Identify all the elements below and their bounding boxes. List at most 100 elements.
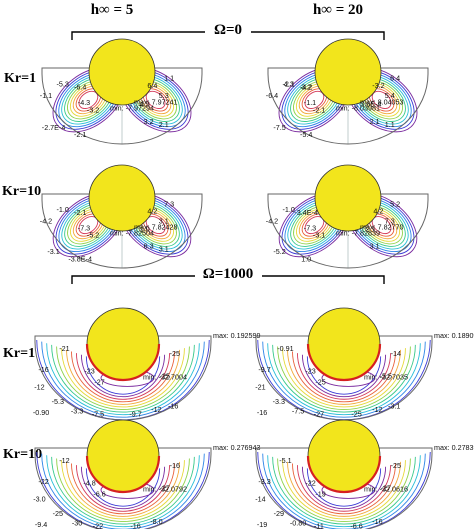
max-readout: max: 0.276943	[213, 443, 261, 452]
contour-label: -12	[59, 456, 69, 465]
min-readout: min: -7.82839	[336, 228, 380, 237]
contour-line	[41, 341, 205, 418]
contour-line	[75, 353, 171, 400]
max-readout: max: 7.82770	[360, 223, 404, 232]
contour-label: -3.3	[258, 477, 270, 486]
contour-label: -2.1	[74, 208, 86, 217]
contour-label: -1.0	[57, 205, 69, 214]
cylinder-hot-boundary	[85, 455, 161, 494]
contour-panel-2: -2.1-4.2-6.4-1.1-7.5-2.1-5.4-3.23.6E-45.…	[266, 38, 429, 145]
contour-label: -22	[93, 522, 103, 529]
header-h-right: h∞ = 20	[313, 2, 363, 18]
header-omega-bottom: Ω=1000	[203, 266, 254, 282]
contour-label: -23	[84, 367, 94, 376]
contour-panel-8: -5.1-3.3-14-25-22-19-27-29-19-0.80-11-6.…	[255, 419, 474, 529]
contour-label: -6.6	[350, 522, 362, 529]
cylinder-circle	[314, 164, 382, 232]
contour-label: -16	[170, 461, 180, 470]
contour-label: -14	[255, 494, 265, 503]
contour-label: -27	[94, 378, 104, 387]
contour-line	[257, 451, 431, 529]
contour-line	[262, 453, 426, 529]
omega-bottom-bracket	[71, 275, 385, 284]
contour-label: 3.6E-4	[360, 100, 381, 109]
contour-label: -5.2	[273, 247, 285, 256]
contour-label: -9.7	[129, 410, 141, 419]
min-readout: min: -32.0616	[364, 485, 408, 494]
contour-label: 6.3	[144, 242, 154, 251]
contour-panel-3: -1.0-2.1-4.2-7.3-3.1-5.2-3.8E-44.21.03.1…	[40, 164, 203, 269]
contour-label: -16	[257, 408, 267, 417]
contour-label: -3.1	[47, 247, 59, 256]
contour-label: 6.4	[390, 74, 400, 83]
min-readout: min: -7.97294	[110, 104, 154, 113]
contour-label: 4.3	[284, 79, 294, 88]
contour-label: -3.2	[87, 105, 99, 114]
contour-label: -4.2	[266, 216, 278, 225]
contour-label: -3.0	[33, 494, 45, 503]
contour-line	[85, 356, 161, 395]
contour-label: 1.1	[385, 120, 395, 129]
contour-line	[296, 465, 392, 512]
contour-label: -14	[391, 349, 401, 358]
contour-line	[51, 456, 195, 525]
contour-label: -4.8	[83, 479, 95, 488]
contour-label: 7.3	[385, 216, 395, 225]
contour-label: 2.1	[366, 225, 376, 234]
header-omega-top: Ω=0	[214, 22, 242, 38]
domain-boundary	[255, 447, 433, 529]
contour-label: -5.3	[57, 79, 69, 88]
contour-panel-5: -21-16-12-25-23-27-25-5.3-0.90-3.3-7.5-9…	[33, 307, 261, 421]
contour-line	[292, 463, 396, 515]
row-label-3: Kr=1	[3, 346, 35, 361]
contour-label: -9.4	[35, 520, 47, 529]
row-label-4: Kr=10	[3, 447, 42, 462]
contour-line	[41, 453, 205, 529]
cylinder-circle	[88, 164, 156, 232]
contour-line	[80, 354, 166, 398]
contour-line	[262, 341, 426, 418]
contour-line	[282, 460, 406, 520]
contour-label: 5.4	[385, 91, 395, 100]
contour-line	[66, 461, 180, 517]
contour-label: -5.4	[300, 130, 312, 139]
max-readout: max: 8.04053	[360, 97, 404, 106]
contour-label: -3.3	[273, 397, 285, 406]
contour-line	[46, 455, 200, 528]
contour-label: 6.4	[147, 81, 157, 90]
contour-label: -25	[170, 349, 180, 358]
contour-label: -11	[314, 522, 324, 529]
contour-label: -19	[257, 520, 267, 529]
contour-label: -25	[53, 509, 63, 518]
contour-label: -25	[315, 378, 325, 387]
contour-label: -22	[305, 479, 315, 488]
contour-label: -6.4	[74, 82, 86, 91]
contour-label: -2.1	[283, 79, 295, 88]
contour-label: -12	[372, 405, 382, 414]
contour-line	[267, 343, 421, 416]
contour-panel-6: -0.91-9.7-21-14-23-25-5.5-3.3-16-7.5-27-…	[255, 307, 474, 421]
contour-line	[277, 458, 411, 522]
contour-label: -3.1	[313, 230, 325, 239]
contour-label: 2.1	[370, 117, 380, 126]
contour-line	[282, 348, 406, 408]
contour-label: -6.4	[266, 91, 278, 100]
max-readout: max: 0.189098	[434, 331, 474, 340]
contour-label: 5.3	[159, 91, 169, 100]
contour-label: 2.1	[159, 120, 169, 129]
contour-label: -21	[255, 382, 265, 391]
contour-label: -3.4E-4	[294, 208, 318, 217]
contour-label: -6.6	[93, 490, 105, 499]
contour-label: 4.2	[373, 206, 383, 215]
contour-label: -16	[168, 402, 178, 411]
contour-label: -7.5	[92, 410, 104, 419]
contour-label: -0.90	[33, 408, 49, 417]
contour-panel-7: -12-22-3.0-16-4.8-6.6-27-25-9.4-30-22-16…	[33, 419, 261, 529]
contour-panel-4: -1.0-3.4E-4-4.2-7.3-5.2-3.11.04.22.17.35…	[266, 164, 429, 269]
contour-line	[46, 343, 200, 416]
contour-label: 4.2	[147, 206, 157, 215]
contour-label: -5.3	[52, 397, 64, 406]
cylinder-circle	[88, 38, 156, 106]
contour-line	[71, 351, 175, 403]
